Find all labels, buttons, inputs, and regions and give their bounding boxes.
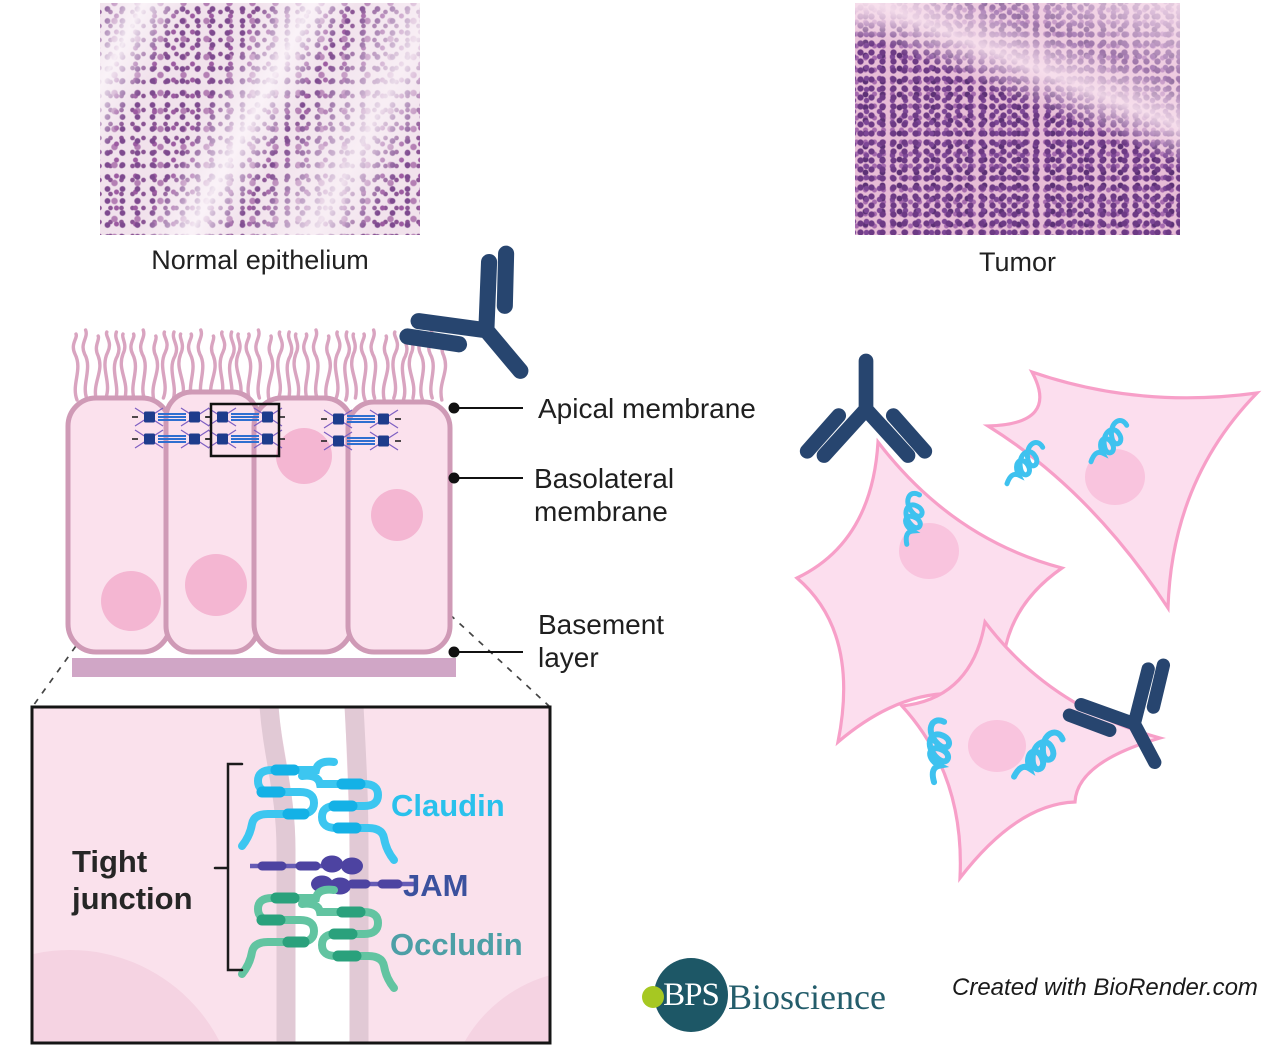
leader-lines	[448, 402, 523, 658]
claudin-label: Claudin	[391, 788, 505, 823]
apical-membrane-label: Apical membrane	[538, 393, 756, 424]
claudin-molecule	[238, 757, 398, 864]
normal-epithelium-micrograph	[100, 3, 420, 235]
tight-junction-inset	[30, 705, 552, 1045]
tight-junction-bracket	[213, 762, 244, 972]
inset-border	[30, 705, 552, 1045]
basement-layer-label: Basement layer	[538, 609, 665, 673]
jam-label: JAM	[403, 868, 469, 903]
tumor-label: Tumor	[978, 247, 1056, 277]
occludin-molecule	[238, 885, 398, 992]
occludin-label: Occludin	[390, 927, 523, 962]
basement-layer-bar	[72, 658, 456, 677]
tumor-micrograph	[855, 3, 1180, 235]
cilia	[71, 328, 448, 402]
antibody-icon	[807, 361, 925, 456]
epithelium-diagram	[65, 328, 456, 677]
logo-green-dot-icon	[642, 986, 664, 1008]
logo-name: Bioscience	[728, 977, 886, 1017]
normal-epithelium-label: Normal epithelium	[151, 245, 369, 275]
biorender-credit: Created with BioRender.com	[952, 974, 1258, 1001]
tumor-cell-nuclei	[899, 449, 1145, 772]
logo-acronym: BPS	[663, 976, 720, 1013]
magnified-region-box	[209, 402, 281, 458]
jam-molecule	[250, 855, 414, 895]
tight-junction-label: Tight junction	[72, 844, 193, 916]
bps-bioscience-logo: BPS Bioscience	[642, 956, 942, 1036]
antibody-icon	[404, 250, 569, 412]
logo-circle: BPS	[654, 958, 728, 1032]
cell-nuclei	[101, 428, 423, 631]
basolateral-membrane-label: Basolateral membrane	[534, 463, 675, 527]
